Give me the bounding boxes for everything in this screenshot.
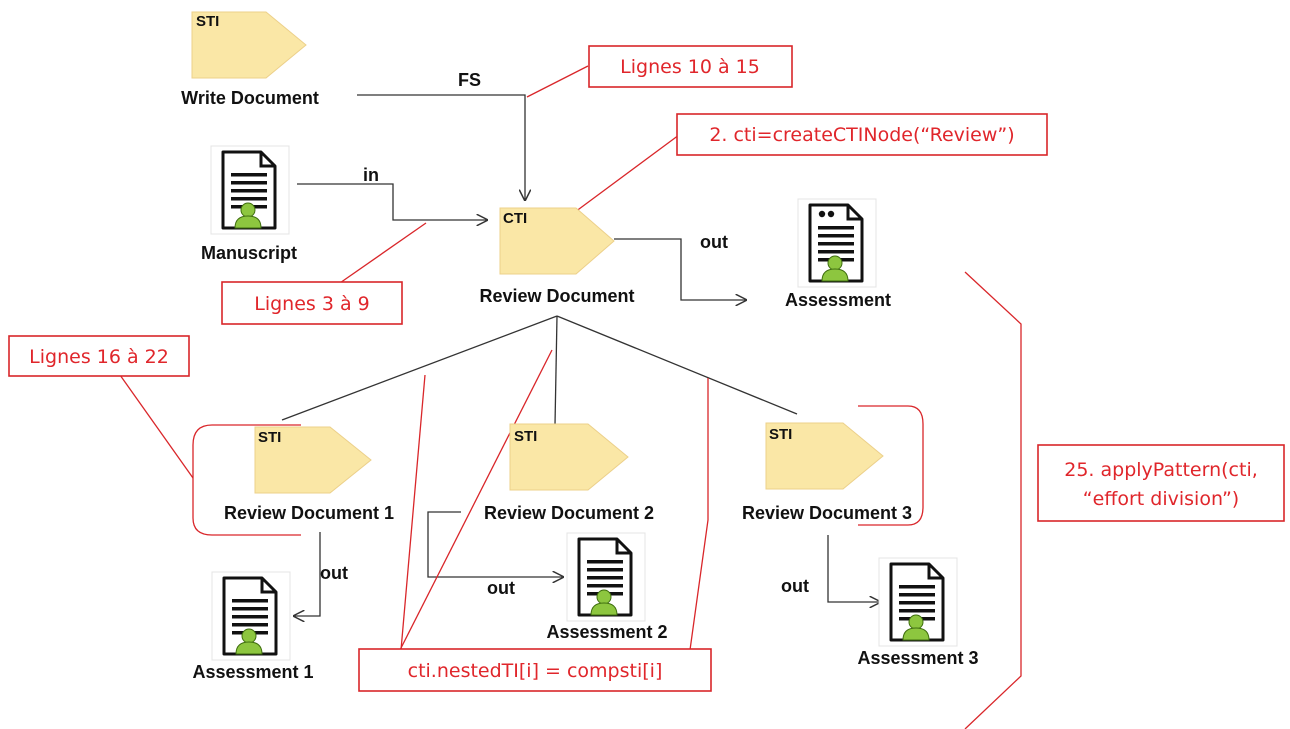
artifact-assessment-3[interactable]: Assessment 3 (857, 556, 979, 668)
annotation-text: cti.nestedTI[i] = compsti[i] (408, 660, 663, 682)
task-tag: STI (514, 428, 537, 445)
artifact-manuscript[interactable]: Manuscript (201, 144, 297, 263)
edge-label-fs: FS (458, 70, 481, 90)
out-connector-2 (427, 511, 563, 577)
artifact-assessment[interactable]: Assessment (785, 197, 891, 310)
task-review-document[interactable]: CTI Review Document (479, 207, 635, 306)
document-person-icon (209, 144, 291, 236)
task-label: Review Document 3 (742, 503, 912, 523)
task-tag: CTI (503, 210, 527, 227)
out-connector-1 (294, 532, 321, 616)
annotation-lignes-3-9: Lignes 3 à 9 (221, 281, 403, 325)
artifact-label: Assessment (785, 290, 891, 310)
edge-label-out-3: out (781, 576, 809, 596)
task-write-document[interactable]: STI Write Document (181, 11, 319, 108)
task-tag: STI (769, 426, 792, 443)
nested-line-a (400, 374, 426, 651)
task-review-document-3[interactable]: STI Review Document 3 (742, 422, 912, 523)
document-person-icon (796, 197, 878, 289)
task-label: Write Document (181, 88, 319, 108)
nested-line-b (399, 349, 553, 651)
annotation-text-line2: “effort division”) (1083, 488, 1239, 510)
annotation-lignes-16-22: Lignes 16 à 22 (8, 335, 190, 377)
in-connector (297, 183, 487, 220)
edge-labels: FS in out out out out (320, 70, 809, 598)
task-review-document-1[interactable]: STI Review Document 1 (224, 426, 394, 523)
connectors (281, 94, 880, 616)
task-label: Review Document (479, 286, 634, 306)
edge-label-in: in (363, 165, 379, 185)
annotation-text-line1: 25. applyPattern(cti, (1064, 459, 1258, 481)
callout-line-lignes-16-22 (119, 374, 194, 479)
edge-label-out-2: out (487, 578, 515, 598)
document-person-icon (565, 531, 647, 623)
out-connector-3 (827, 535, 880, 602)
artifact-label: Assessment 1 (192, 662, 313, 682)
artifact-label: Manuscript (201, 243, 297, 263)
nested-line-c (689, 378, 709, 651)
branch-line-2 (554, 315, 558, 426)
document-person-icon (877, 556, 959, 648)
annotation-apply-pattern: 25. applyPattern(cti, “effort division”) (1037, 444, 1285, 522)
branch-line-3 (556, 315, 798, 415)
bracket-group-1 (192, 424, 301, 536)
artifact-assessment-2[interactable]: Assessment 2 (546, 531, 668, 642)
annotation-text: Lignes 3 à 9 (254, 293, 370, 315)
fs-connector (357, 94, 525, 200)
annotation-text: Lignes 10 à 15 (620, 56, 760, 78)
task-tag: STI (258, 429, 281, 446)
document-person-icon (210, 570, 292, 662)
out-connector-main (614, 238, 746, 300)
annotation-lignes-10-15: Lignes 10 à 15 (588, 45, 793, 88)
bracket-group-3 (858, 405, 924, 526)
task-label: Review Document 2 (484, 503, 654, 523)
annotation-text: 2. cti=createCTINode(“Review”) (709, 124, 1014, 146)
artifact-label: Assessment 3 (857, 648, 978, 668)
annotation-lines (119, 65, 1022, 729)
annotation-create-cti: 2. cti=createCTINode(“Review”) (676, 113, 1048, 156)
annotation-text: Lignes 16 à 22 (29, 346, 169, 368)
annotation-nested-ti: cti.nestedTI[i] = compsti[i] (358, 648, 712, 692)
task-review-document-2[interactable]: STI Review Document 2 (484, 423, 654, 523)
callout-line-lignes-3-9 (336, 222, 427, 286)
artifact-assessment-1[interactable]: Assessment 1 (192, 570, 314, 682)
edge-label-out-1: out (320, 563, 348, 583)
callout-line-create-cti (574, 131, 684, 213)
branch-line-1 (281, 315, 558, 421)
bracket-effort-division (964, 271, 1022, 729)
artifact-label: Assessment 2 (546, 622, 667, 642)
task-label: Review Document 1 (224, 503, 394, 523)
edge-label-out-main: out (700, 232, 728, 252)
task-tag: STI (196, 13, 219, 30)
callout-line-lignes-10-15 (526, 65, 589, 98)
